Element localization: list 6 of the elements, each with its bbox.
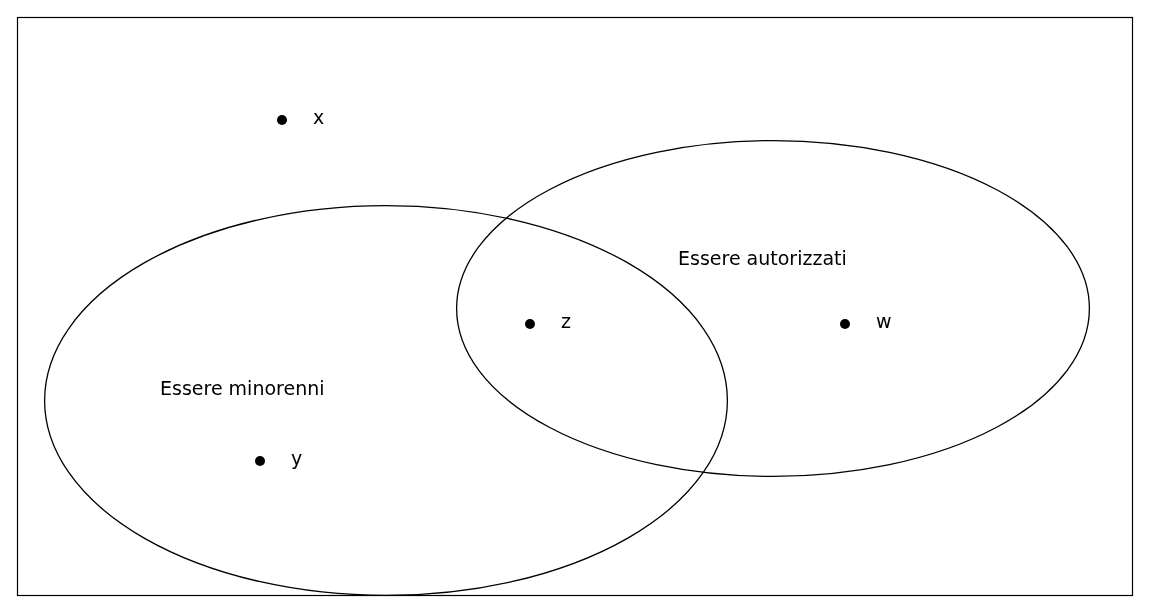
set-label: Essere autorizzati xyxy=(678,247,847,270)
set-label: Essere minorenni xyxy=(160,377,325,400)
point-label: x xyxy=(313,106,325,129)
point-label: z xyxy=(561,310,571,333)
point-label: y xyxy=(291,447,303,470)
point-label: w xyxy=(876,310,892,333)
